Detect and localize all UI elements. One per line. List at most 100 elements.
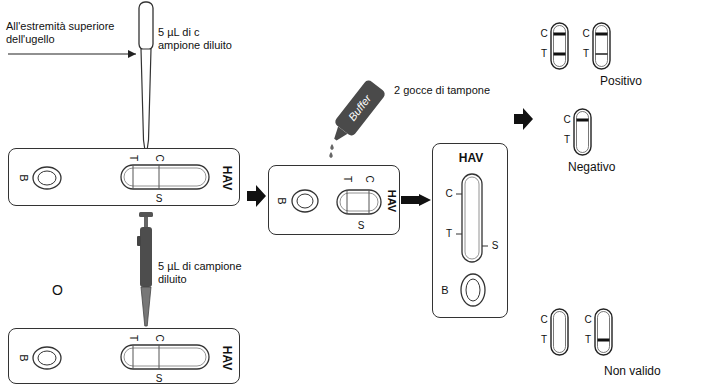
cassette-marking: C [540,29,547,39]
pipette-rod [144,217,148,227]
cassette-marking: HAV [386,190,397,212]
cassette-marking: T [541,335,547,345]
buffer-drop [330,144,333,150]
node-outline [9,149,241,207]
result-window [121,345,209,369]
alternative-marker: O [52,282,63,299]
cassette-marking: T [583,49,589,59]
line-mark [159,345,160,369]
result-caption: Non valido [604,364,661,378]
line-mark [133,165,134,189]
cassette-marking: T [564,135,570,145]
dropper [139,2,153,152]
bottle-label: Buffer [347,93,374,123]
cassette-marking: T [585,335,591,345]
cassette-marking: C [154,334,164,341]
cassette-marking: C [582,29,589,39]
pipette-finger-rest [137,236,141,246]
tick-mark [456,194,462,195]
step-arrow [514,108,533,130]
cassette-marking: C [154,154,164,161]
cassette-marking: C [584,315,591,325]
result-window [595,309,612,355]
cassette-marking: S [492,241,499,251]
cassette-marking: C [540,315,547,325]
window-inner [577,112,589,153]
window-inner [124,168,206,186]
cassette-marking: B [18,174,29,181]
window-inner [124,348,206,366]
dropper-tube [141,49,151,152]
sample-well [33,167,61,189]
result-window-node: CT [584,308,614,356]
dropper-bulb [139,2,153,50]
step-note: 2 gocce di tampone [394,84,490,97]
window-inner [554,26,566,67]
result-window-node: CT [540,308,570,356]
result-window [337,190,381,214]
tick-mark [482,246,488,247]
result-window [593,23,610,69]
line-mark [159,165,160,189]
sample-well-inner [38,351,56,365]
line-mark [347,190,348,214]
test-cassette: BTCSHAV [268,165,400,235]
result-line [554,53,566,56]
sample-well-inner [297,194,313,208]
step-arrow [247,185,266,207]
test-cassette: BTCSHAV [8,148,240,206]
test-cassette: B T C S HAV [8,328,240,384]
cassette-marking: B [18,354,29,361]
cassette-marking: T [128,335,138,341]
cassette-marking: B [441,285,448,296]
sample-well [461,274,485,306]
result-line [577,119,589,122]
cassette-marking: C [563,115,570,125]
result-line [598,339,610,342]
line-mark [369,190,370,214]
result-window [551,309,568,355]
cassette-marking: T [446,229,452,239]
sample-well-inner [38,171,56,185]
window-inner [465,177,479,259]
result-window [121,165,209,189]
micropipette [137,212,153,326]
cassette-marking: HAV [459,152,483,164]
cassette-marking: HAV [221,166,233,190]
cassette-marking: C [445,189,452,199]
leader-arrow [8,53,136,54]
tick-mark [456,234,462,235]
result-window [462,174,482,262]
result-caption: Positivo [600,74,642,88]
cassette-marking: S [156,374,163,384]
line-mark [133,345,134,369]
result-line [596,33,608,36]
result-window-node: CT [582,22,612,70]
window-inner [596,26,608,67]
buffer-bottle: Buffer [333,79,386,138]
sample-well [33,347,61,369]
buffer-drop [329,152,332,158]
result-caption: Negativo [568,160,615,174]
window-inner [598,312,610,353]
sample-well [292,190,318,212]
result-window [574,109,591,155]
step-arrow [401,196,419,204]
cassette-marking: B [276,197,287,204]
result-line [596,53,608,54]
window-inner [554,312,566,353]
sample-well-inner [466,279,480,301]
window-inner [340,193,378,211]
cassette-marking: T [541,49,547,59]
cassette-marking: T [128,155,138,161]
cassette-marking: T [342,176,352,182]
cassette-marking: HAV [221,346,233,370]
node-outline [9,329,241,385]
pipette-plunger [139,212,153,217]
result-line [554,33,566,36]
cassette-marking: C [364,175,374,182]
result-window [551,23,568,69]
step-note: 5 µL di c ampione diluito [158,26,244,52]
result-window-node: CT [540,22,570,70]
